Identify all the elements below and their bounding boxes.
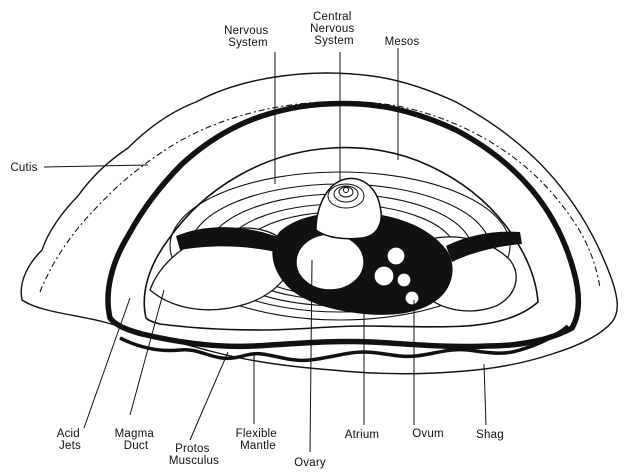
label-shag: Shag [476, 429, 504, 441]
cutis-band [105, 100, 581, 350]
ovum-2 [373, 265, 395, 287]
cns-dome [315, 177, 382, 240]
ovum-4 [404, 290, 420, 306]
label-central-nervous-system: Central Nervous System [310, 11, 358, 47]
atrium-left-spur [176, 227, 282, 252]
cns-rings [327, 183, 365, 209]
label-nervous-system: Nervous System [224, 25, 272, 49]
atrium-right-spur [446, 231, 522, 262]
leader-lines [43, 48, 487, 453]
shag-inner-edge [39, 100, 601, 293]
label-atrium: Atrium [345, 429, 379, 441]
ovum-3 [396, 272, 412, 288]
label-cutis: Cutis [10, 162, 37, 174]
label-flexible-mantle: Flexible Mantle [236, 428, 281, 452]
label-mesos: Mesos [385, 36, 420, 48]
ova-group [373, 246, 420, 306]
label-magma-duct: Magma Duct [115, 428, 158, 452]
flexible-mantle-band [119, 324, 570, 363]
ovum-1 [386, 246, 406, 266]
label-acid-jets: Acid Jets [57, 428, 84, 452]
label-protos-musculus: Protos Musculus [169, 443, 219, 467]
ovary-shape [295, 233, 365, 291]
label-ovary: Ovary [294, 457, 326, 469]
label-ovum: Ovum [412, 428, 443, 440]
